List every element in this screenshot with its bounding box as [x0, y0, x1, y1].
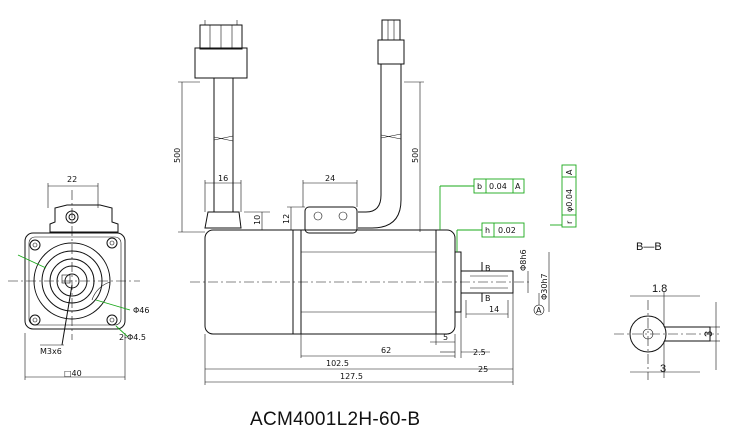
model-caption: ACM4001L2H-60-B: [250, 409, 421, 430]
tol-b-symbol: b: [477, 182, 482, 191]
cable-length-right: 500: [411, 148, 420, 163]
side-view: [178, 19, 577, 385]
dim-flange-25: 2.5: [473, 348, 486, 357]
dim-pcd: Φ46: [133, 306, 149, 315]
dim-key-width: 3: [703, 331, 715, 337]
dim-pilot-dia: Φ30h7: [540, 273, 549, 300]
dim-conn-width: 16: [218, 174, 228, 183]
datum-a: A: [536, 306, 542, 315]
dim-enc-height: 12: [282, 214, 291, 224]
dim-62: 62: [381, 346, 391, 355]
dim-key-5: 5: [443, 333, 448, 342]
dim-thread: M3x6: [40, 347, 62, 356]
dim-enc-width: 24: [325, 174, 335, 183]
dim-shaft-dia: Φ8h6: [519, 249, 528, 271]
tol-b-value: 0.04: [489, 182, 507, 191]
tol-r-datum: A: [565, 169, 574, 175]
dim-holes: 2-Φ4.5: [119, 333, 146, 342]
dim-25: 25: [478, 365, 488, 374]
dim-127: 127.5: [340, 372, 363, 381]
dim-key-len: 3: [660, 363, 666, 375]
section-mark-top: B: [485, 264, 491, 273]
dim-shaft-len: 14: [489, 305, 499, 314]
tol-r-symbol: r: [565, 220, 574, 224]
dim-102: 102.5: [326, 359, 349, 368]
cable-length-left: 500: [173, 148, 182, 163]
tol-r-value: φ0.04: [565, 189, 574, 212]
tol-h-symbol: h: [485, 226, 490, 235]
front-view: [8, 183, 140, 380]
section-label: B—B: [636, 241, 662, 253]
dim-key-depth: 1.8: [652, 283, 667, 295]
section-view: [614, 292, 722, 380]
tol-b-datum: A: [515, 182, 521, 191]
section-mark-bottom: B: [485, 294, 491, 303]
tol-h-value: 0.02: [498, 226, 516, 235]
dim-conn-height: 10: [253, 215, 262, 225]
dim-top: 22: [67, 175, 77, 184]
dim-square: □40: [64, 369, 82, 378]
